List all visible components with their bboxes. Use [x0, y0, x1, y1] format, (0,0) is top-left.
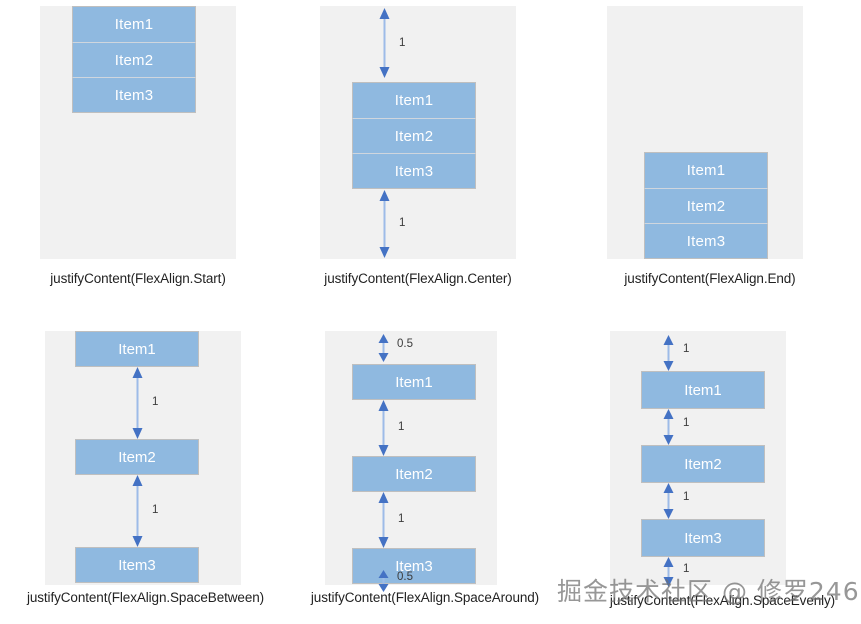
gap-arrow-top	[662, 335, 675, 371]
gap-arrow-top-label: 1	[399, 37, 406, 49]
item-box-3: Item3	[644, 223, 768, 259]
item-label: Item3	[395, 557, 433, 575]
gap-arrow-1-2-label: 1	[152, 396, 159, 408]
gap-arrow-top-label: 1	[683, 343, 690, 355]
item-label: Item2	[684, 455, 722, 473]
gap-arrow-1-2	[377, 400, 390, 456]
item-box-2: Item2	[352, 456, 476, 492]
panel-caption-space-around: justifyContent(FlexAlign.SpaceAround)	[310, 590, 540, 605]
gap-arrow-bottom	[662, 557, 675, 587]
item-box-1: Item1	[352, 82, 476, 118]
gap-arrow-2-3	[131, 475, 144, 547]
items-stack-start: Item1 Item2 Item3	[72, 6, 196, 113]
panel-flex-align-space-evenly: 1 Item1 1 Item2 1 Item3	[610, 331, 786, 587]
item-box-1: Item1	[75, 331, 199, 367]
gap-arrow-1-2	[131, 367, 144, 439]
item-label: Item2	[394, 127, 434, 145]
item-box-3: Item3	[72, 77, 196, 113]
items-stack-end: Item1 Item2 Item3	[644, 152, 768, 259]
item-box-1: Item1	[644, 152, 768, 188]
panel-flex-align-start: Item1 Item2 Item3	[40, 6, 236, 259]
gap-arrow-bottom	[378, 190, 391, 258]
item-label: Item3	[684, 529, 722, 547]
panel-flex-align-space-between: Item1 1 Item2 1 Item3	[45, 331, 241, 585]
gap-arrow-1-2	[662, 409, 675, 445]
item-box-3: Item3	[75, 547, 199, 583]
gap-arrow-bottom	[377, 570, 390, 592]
item-label: Item2	[686, 197, 726, 215]
item-box-2: Item2	[75, 439, 199, 475]
item-label: Item3	[114, 86, 154, 104]
gap-arrow-top	[378, 8, 391, 78]
item-box-2: Item2	[352, 118, 476, 153]
gap-arrow-2-3-label: 1	[398, 513, 405, 525]
item-box-3: Item3	[352, 153, 476, 189]
item-label: Item2	[118, 448, 156, 466]
panel-flex-align-end: Item1 Item2 Item3	[607, 6, 803, 259]
item-box-1: Item1	[641, 371, 765, 409]
gap-arrow-bottom-label: 0.5	[397, 571, 413, 583]
item-box-2: Item2	[72, 42, 196, 77]
item-box-3: Item3	[352, 548, 476, 584]
item-box-2: Item2	[644, 188, 768, 223]
item-label: Item1	[395, 373, 433, 391]
item-label: Item1	[686, 162, 726, 179]
item-label: Item3	[686, 232, 726, 250]
item-box-1: Item1	[352, 364, 476, 400]
gap-arrow-bottom-label: 1	[683, 563, 690, 575]
panel-flex-align-center: 1 Item1 Item2 Item3 1	[320, 6, 516, 259]
item-label: Item3	[118, 556, 156, 574]
gap-arrow-1-2-label: 1	[398, 421, 405, 433]
panel-caption-start: justifyContent(FlexAlign.Start)	[50, 271, 226, 286]
panel-caption-space-evenly: justifyContent(FlexAlign.SpaceEvenly)	[609, 593, 836, 608]
item-box-2: Item2	[641, 445, 765, 483]
panel-flex-align-space-around: 0.5 Item1 1 Item2 1 Item3	[325, 331, 497, 585]
gap-arrow-2-3	[662, 483, 675, 519]
panel-caption-end: justifyContent(FlexAlign.End)	[624, 271, 796, 286]
items-stack-center: Item1 Item2 Item3	[352, 82, 476, 189]
item-label: Item2	[114, 51, 154, 69]
item-label: Item1	[684, 381, 722, 399]
panel-caption-center: justifyContent(FlexAlign.Center)	[324, 271, 512, 286]
item-box-3: Item3	[641, 519, 765, 557]
item-label: Item1	[118, 340, 156, 358]
gap-arrow-top-label: 0.5	[397, 338, 413, 350]
gap-arrow-2-3-label: 1	[152, 504, 159, 516]
item-label: Item2	[395, 465, 433, 483]
gap-arrow-2-3-label: 1	[683, 491, 690, 503]
gap-arrow-1-2-label: 1	[683, 417, 690, 429]
item-label: Item1	[114, 16, 154, 33]
gap-arrow-2-3	[377, 492, 390, 548]
gap-arrow-top	[377, 334, 390, 362]
item-label: Item1	[394, 92, 434, 109]
item-label: Item3	[394, 162, 434, 180]
panel-caption-space-between: justifyContent(FlexAlign.SpaceBetween)	[26, 590, 265, 605]
item-box-1: Item1	[72, 6, 196, 42]
gap-arrow-bottom-label: 1	[399, 217, 406, 229]
